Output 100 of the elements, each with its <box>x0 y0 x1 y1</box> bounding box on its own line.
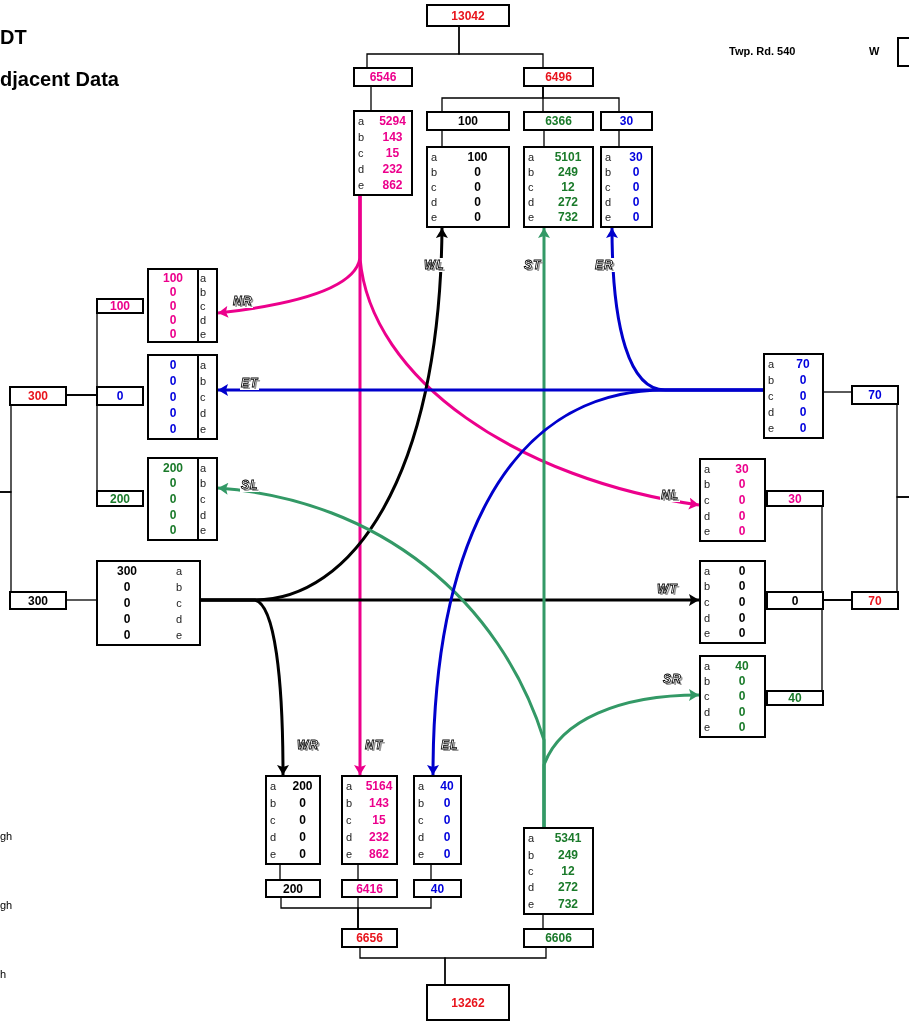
count-value: 0 <box>298 796 307 811</box>
count-value: 0 <box>122 580 132 594</box>
count-value: 0 <box>168 358 178 372</box>
count-table <box>265 775 321 865</box>
count-value: 100 <box>466 149 489 164</box>
count-value: 0 <box>737 720 747 735</box>
row-letter: e <box>199 328 208 340</box>
row-letter: c <box>345 814 353 826</box>
volume-box: 6546 <box>353 67 413 87</box>
count-value: 272 <box>557 880 579 895</box>
count-table <box>523 827 594 915</box>
heading-text: DT <box>0 26 27 49</box>
count-value: 0 <box>737 689 747 704</box>
count-value: 70 <box>795 357 811 371</box>
row-letter: d <box>767 406 776 418</box>
volume-box: 6606 <box>523 928 594 948</box>
row-letter: a <box>345 780 354 793</box>
volume-box: 6366 <box>523 111 594 131</box>
note-text: h <box>0 968 7 980</box>
count-table <box>699 655 766 738</box>
row-letter: d <box>430 196 439 209</box>
row-letter: c <box>527 864 535 877</box>
volume-box: 6416 <box>341 879 398 898</box>
row-letter: d <box>703 611 712 624</box>
edge-label: ER <box>594 258 615 272</box>
count-value: 0 <box>798 405 808 419</box>
count-table <box>763 353 824 439</box>
count-value: 0 <box>737 493 747 507</box>
count-value: 0 <box>168 492 178 506</box>
row-letter: a <box>417 780 426 793</box>
count-table <box>147 354 218 440</box>
count-value: 0 <box>737 610 747 625</box>
count-value: 143 <box>381 130 404 144</box>
count-value: 300 <box>116 564 138 578</box>
row-letter: e <box>430 211 439 224</box>
count-value: 0 <box>168 476 178 491</box>
row-letter: e <box>417 847 426 860</box>
row-letter: c <box>527 180 535 193</box>
row-letter: b <box>767 374 776 386</box>
count-value: 40 <box>734 658 750 673</box>
count-value: 0 <box>298 813 307 827</box>
count-value: 0 <box>473 210 482 225</box>
edge-label: SL <box>240 478 260 492</box>
volume-box: 30 <box>766 490 824 507</box>
row-letter: e <box>199 524 208 537</box>
count-value: 249 <box>557 847 579 862</box>
count-value: 0 <box>168 523 178 538</box>
count-table <box>147 268 218 343</box>
row-letter: b <box>604 165 613 178</box>
edge-label: NL <box>660 488 680 502</box>
connector-line <box>542 914 544 929</box>
connector-line <box>430 864 432 880</box>
count-value: 15 <box>384 146 401 160</box>
edge-label: EL <box>440 738 460 752</box>
row-letter: d <box>174 613 184 625</box>
row-letter: e <box>174 629 184 641</box>
count-value: 0 <box>631 210 641 225</box>
row-letter: b <box>417 797 426 810</box>
count-value: 40 <box>439 779 455 794</box>
row-letter: e <box>345 847 354 860</box>
row-letter: b <box>430 165 439 178</box>
connector-line <box>543 130 545 147</box>
count-table <box>600 146 653 228</box>
row-letter: c <box>703 596 711 608</box>
row-letter: c <box>604 180 612 193</box>
row-letter: a <box>767 358 776 370</box>
count-table <box>523 146 594 228</box>
row-letter: b <box>527 848 536 861</box>
row-letter: b <box>703 478 712 491</box>
count-value: 100 <box>162 271 184 285</box>
edge-label: SR <box>662 672 683 686</box>
row-letter: a <box>703 564 712 577</box>
volume-box: 40 <box>413 879 462 898</box>
row-letter: c <box>767 390 775 402</box>
row-letter: d <box>604 196 613 209</box>
count-value: 0 <box>168 285 178 299</box>
count-value: 0 <box>737 595 747 609</box>
row-letter: a <box>199 359 208 371</box>
count-value: 0 <box>168 313 178 327</box>
count-value: 0 <box>473 179 482 194</box>
connector-line <box>542 86 620 112</box>
volume-box: 70 <box>851 385 899 405</box>
row-letter: b <box>269 797 278 810</box>
edge-label: ET <box>240 376 260 390</box>
movement-arrow <box>358 196 700 510</box>
row-letter: d <box>357 163 366 175</box>
edge-label: NT <box>364 738 384 752</box>
count-table <box>699 560 766 644</box>
row-letter: c <box>417 814 425 826</box>
row-letter: a <box>703 462 712 475</box>
count-value: 0 <box>298 846 307 861</box>
row-letter: c <box>703 494 711 506</box>
row-letter: b <box>199 375 208 387</box>
count-value: 0 <box>737 563 747 578</box>
count-table <box>353 110 413 196</box>
count-value: 0 <box>442 846 452 861</box>
count-value: 0 <box>122 596 132 610</box>
count-value: 0 <box>473 164 482 179</box>
connector-line <box>370 86 372 111</box>
count-value: 0 <box>798 373 808 387</box>
